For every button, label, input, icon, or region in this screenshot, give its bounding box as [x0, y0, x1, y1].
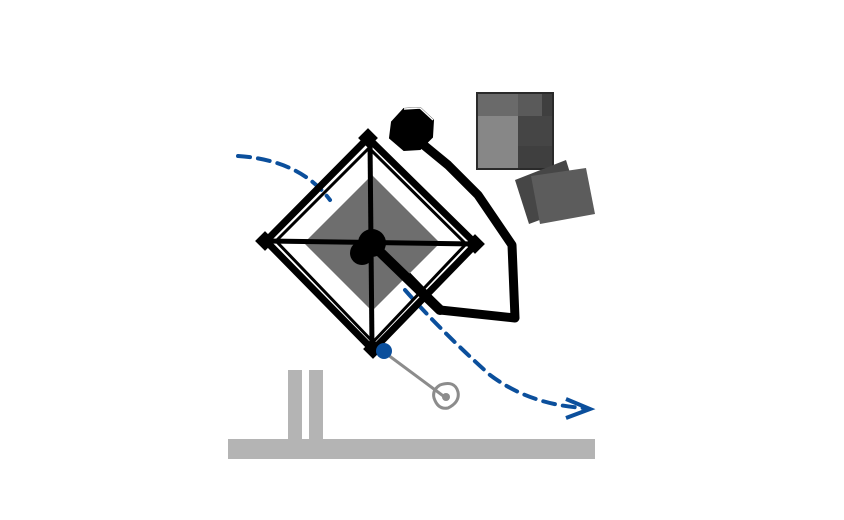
ground-beam: [228, 439, 595, 459]
box-stack-tile-mid: [478, 94, 518, 116]
box-stack: [476, 92, 554, 170]
frame-cable-exit: [373, 245, 445, 315]
support-post-right: [309, 370, 323, 442]
box-stack-tile-mid-right: [518, 94, 542, 116]
trajectory: [236, 154, 596, 420]
top-gripper-edge: [403, 107, 434, 121]
tool-link: [383, 350, 447, 400]
trajectory-arrowhead: [565, 397, 596, 420]
frame-corner-right: [465, 234, 485, 254]
box-stack-tile-light: [478, 116, 518, 168]
frame-corner-left: [255, 231, 275, 251]
frame-corner-top: [358, 128, 378, 148]
tool-gripper: [432, 382, 460, 410]
box-tilted-front-shape: [531, 168, 595, 224]
trajectory-path-end: [403, 288, 587, 410]
trajectory-path-start: [236, 154, 332, 202]
box-objects: [476, 92, 595, 224]
box-stack-tile-dark: [518, 116, 552, 146]
tool-arm: [376, 343, 460, 410]
cable-inner-highlight: [443, 310, 511, 318]
diamond-frame-robot: [255, 128, 485, 359]
tool-joint-highlight: [376, 343, 392, 359]
top-gripper: [388, 106, 435, 152]
support-structure: [228, 370, 595, 459]
support-post-left: [288, 370, 302, 442]
frame-hub-offset: [350, 241, 374, 265]
box-tilted-front: [531, 168, 595, 224]
tool-gripper-center: [442, 393, 450, 401]
